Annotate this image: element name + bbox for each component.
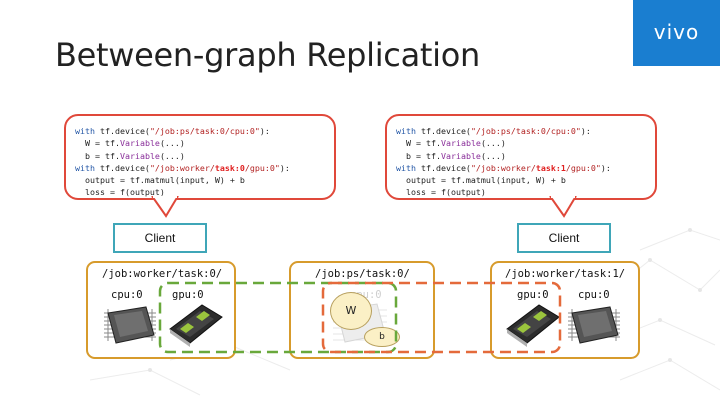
client-box-right: Client xyxy=(517,223,611,253)
client-box-left: Client xyxy=(113,223,207,253)
code-text: W = tf. xyxy=(75,138,120,149)
code-text: (...) xyxy=(159,138,185,149)
code-text: tf.device( xyxy=(94,162,150,173)
code-string: /gpu:0" xyxy=(244,162,280,173)
replica-1-dashed-outline xyxy=(321,281,562,354)
kw: with xyxy=(396,162,416,173)
code-text: (...) xyxy=(159,150,185,161)
replica-0-dashed-outline xyxy=(158,281,398,354)
job-ps-0-label: /job:ps/task:0/ xyxy=(315,268,410,280)
code-string: "/job:ps/task:0/cpu:0" xyxy=(470,126,581,136)
code-block-left: with tf.device("/job:ps/task:0/cpu:0"): … xyxy=(75,125,290,199)
cpu-chip-icon xyxy=(568,306,620,344)
code-text: tf.device( xyxy=(94,126,150,136)
code-text: (...) xyxy=(480,138,506,149)
code-text: loss = f(output) xyxy=(396,187,486,198)
job-worker-0-label: /job:worker/task:0/ xyxy=(102,268,223,280)
job-worker-1-label: /job:worker/task:1/ xyxy=(505,268,626,280)
gpu-label-worker-1: gpu:0 xyxy=(517,289,549,301)
code-text: ): xyxy=(600,162,611,173)
variable-b-node: b xyxy=(364,327,400,347)
gpu-label-worker-0: gpu:0 xyxy=(172,289,204,301)
job-worker-1-box xyxy=(490,261,640,359)
code-bubble-right: with tf.device("/job:ps/task:0/cpu:0"): … xyxy=(385,114,657,200)
code-text: tf.device( xyxy=(415,126,471,136)
code-fn: Variable xyxy=(119,150,160,161)
code-text: W = tf. xyxy=(396,138,441,149)
slide-title: Between-graph Replication xyxy=(55,36,480,74)
bubble-tail-left xyxy=(151,196,179,218)
code-string: "/job:ps/task:0/cpu:0" xyxy=(149,126,260,136)
code-fn: Variable xyxy=(440,138,481,149)
kw: with xyxy=(75,126,95,136)
code-text: ): xyxy=(259,126,270,136)
code-text: output = tf.matmul(input, W) + b xyxy=(396,175,566,186)
code-string: "/job:worker/ xyxy=(149,162,215,173)
variable-w-node: W xyxy=(330,292,372,330)
kw: with xyxy=(75,162,95,173)
code-text: ): xyxy=(580,126,591,136)
code-text: tf.device( xyxy=(415,162,471,173)
code-text: (...) xyxy=(480,150,506,161)
code-text: loss = f(output) xyxy=(75,187,165,198)
logo-text: vivo xyxy=(653,20,700,44)
cpu-chip-icon xyxy=(104,306,156,344)
cpu-label-worker-1: cpu:0 xyxy=(578,289,610,301)
vivo-logo: vivo xyxy=(633,0,720,66)
task-highlight: task:0 xyxy=(214,162,245,173)
code-text: b = tf. xyxy=(75,150,120,161)
gpu-card-icon xyxy=(506,304,560,347)
task-highlight: task:1 xyxy=(535,162,566,173)
code-text: b = tf. xyxy=(396,150,441,161)
bubble-tail-right xyxy=(549,196,577,218)
code-bubble-left: with tf.device("/job:ps/task:0/cpu:0"): … xyxy=(64,114,336,200)
code-text: output = tf.matmul(input, W) + b xyxy=(75,175,245,186)
kw: with xyxy=(396,126,416,136)
code-string: "/job:worker/ xyxy=(470,162,536,173)
code-fn: Variable xyxy=(440,150,481,161)
cpu-label-worker-0: cpu:0 xyxy=(111,289,143,301)
code-text: ): xyxy=(279,162,290,173)
code-fn: Variable xyxy=(119,138,160,149)
code-string: /gpu:0" xyxy=(565,162,601,173)
gpu-card-icon xyxy=(169,304,223,347)
code-block-right: with tf.device("/job:ps/task:0/cpu:0"): … xyxy=(396,125,611,199)
